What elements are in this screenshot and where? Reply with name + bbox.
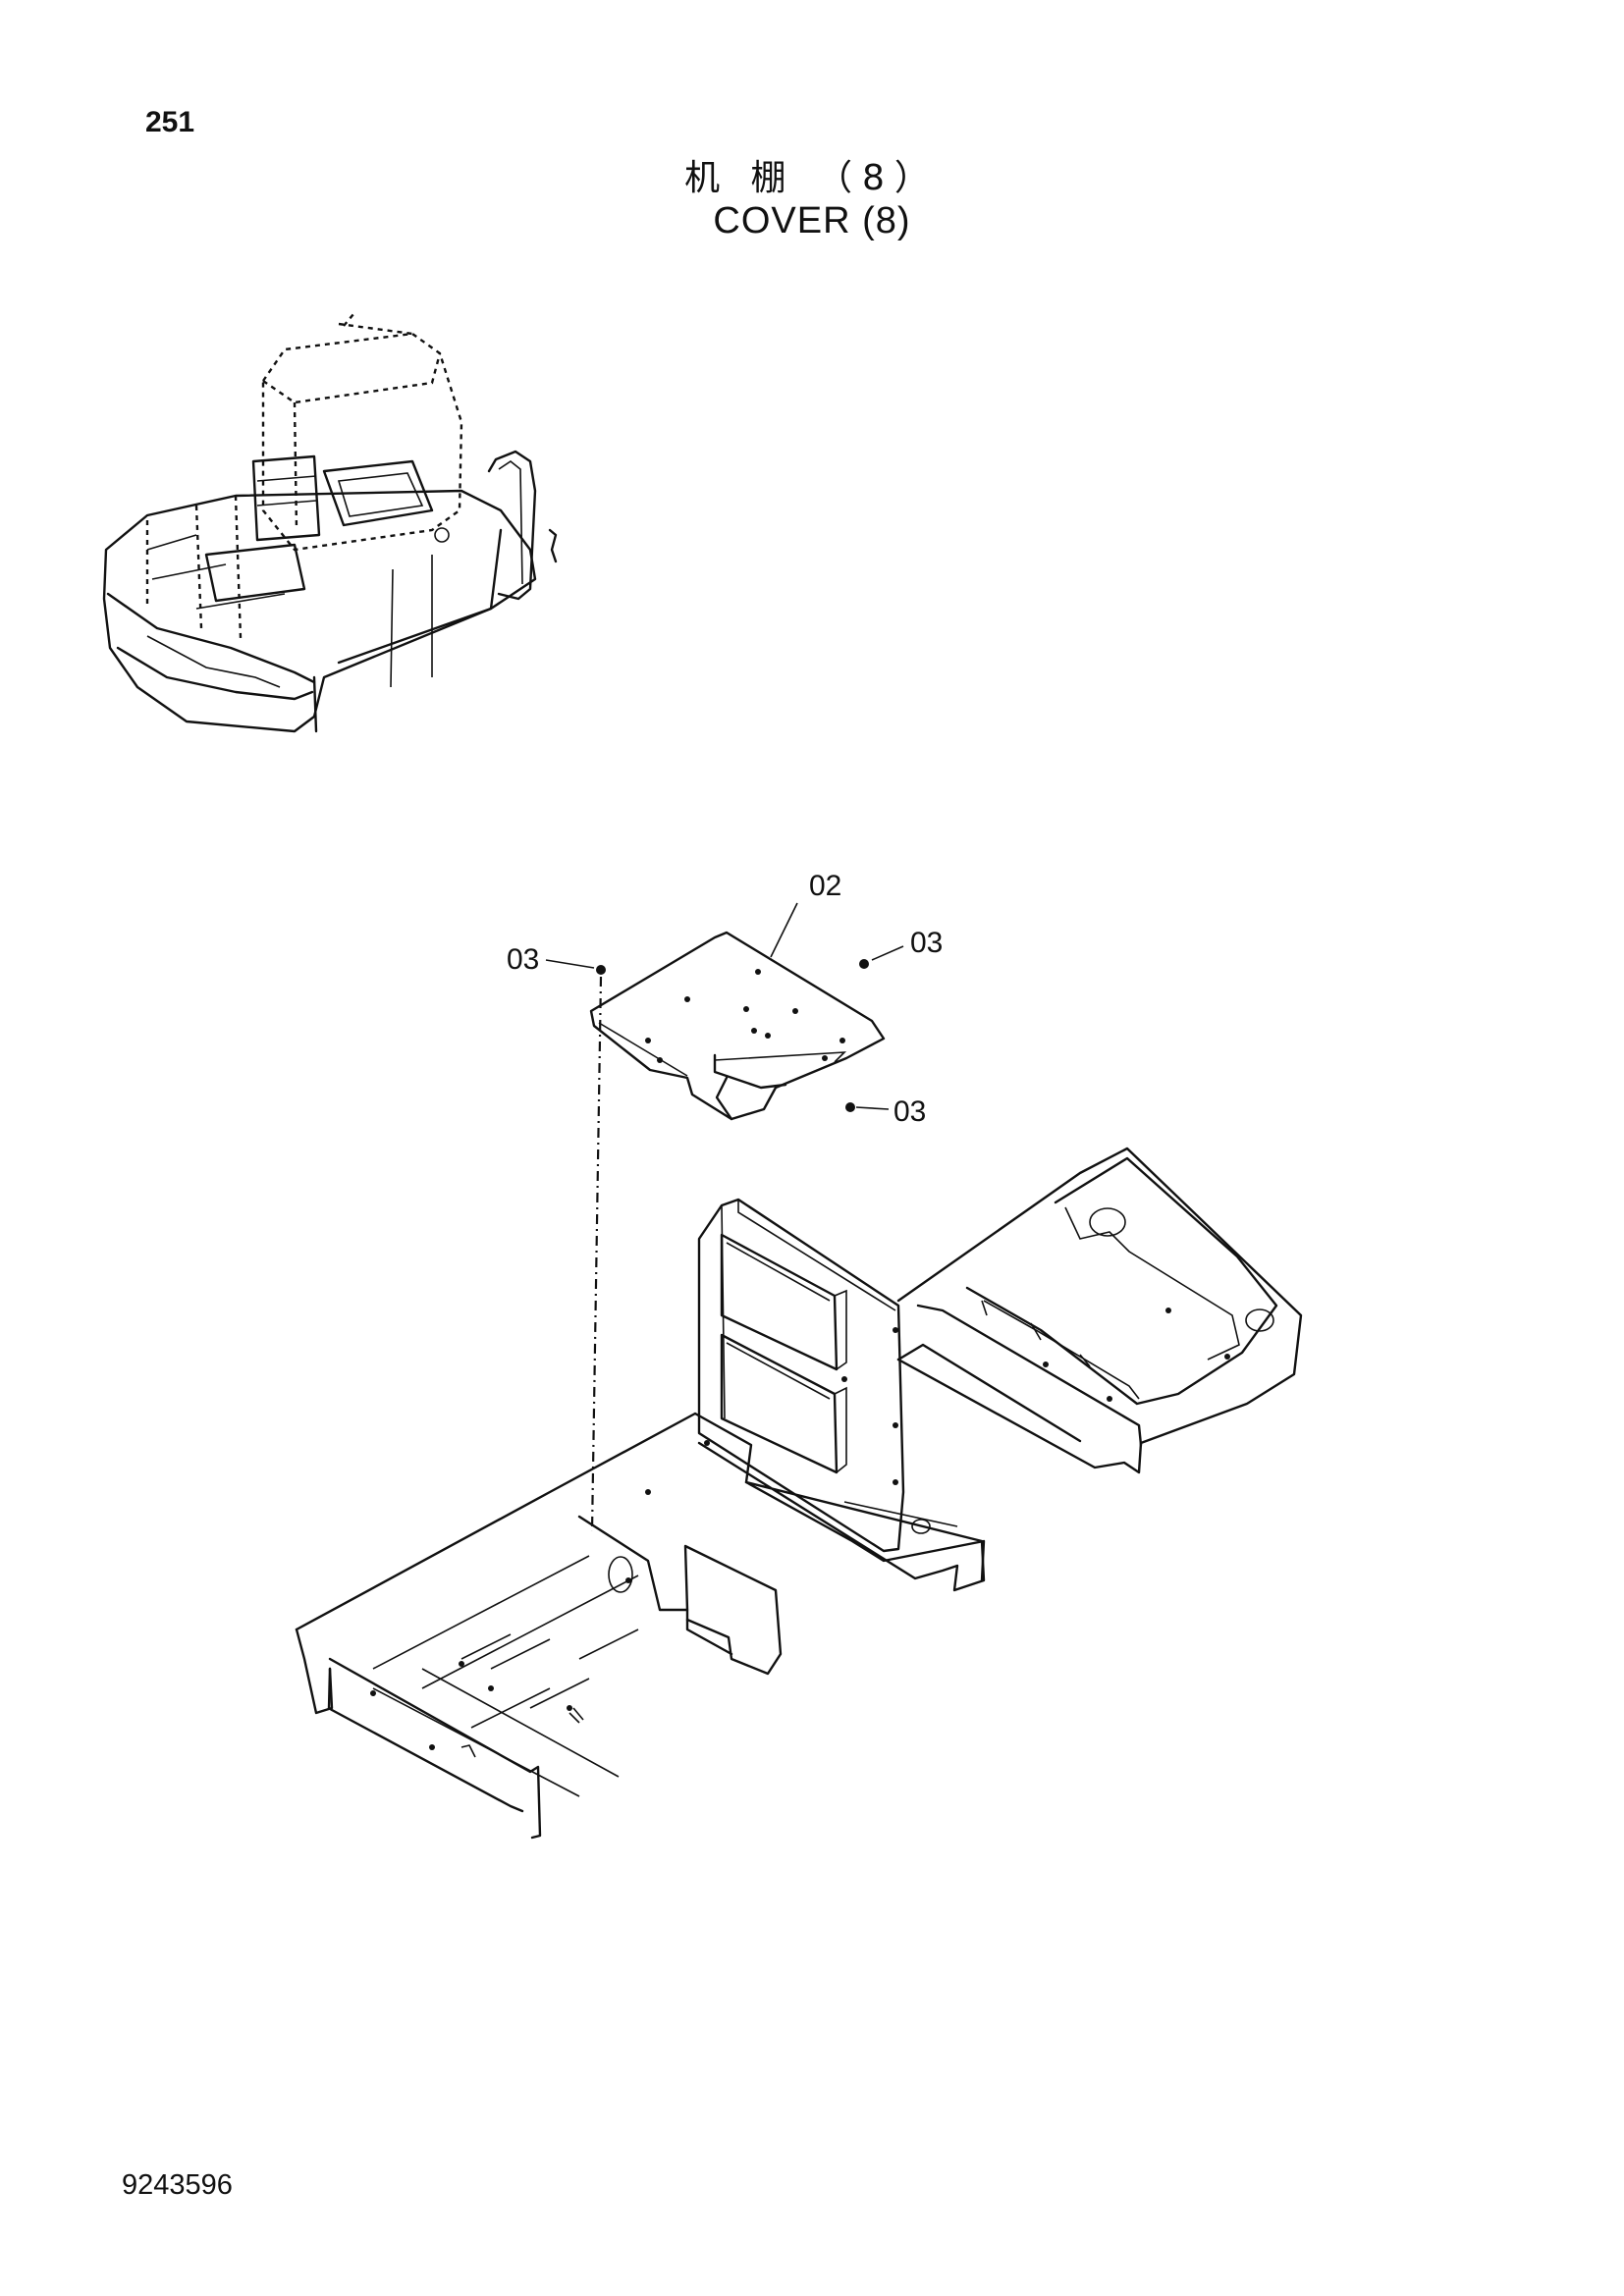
part-02-cover-plate [589, 931, 886, 1121]
callout-02: 02 [809, 870, 841, 902]
title-english: COVER (8) [713, 200, 911, 241]
callout-03-left: 03 [507, 943, 539, 976]
callout-03-right: 03 [910, 927, 943, 959]
vertical-partition-frame [697, 1198, 905, 1553]
assembly-line [590, 976, 603, 1532]
partition-base-bracket [744, 1480, 986, 1582]
page-number: 251 [145, 106, 195, 138]
callout-leaders [545, 902, 904, 1110]
title-chinese: 机 棚 （8） [684, 158, 940, 198]
callout-03-bottom: 03 [893, 1095, 926, 1128]
document-code: 9243596 [122, 2169, 233, 2201]
right-floor-frame [896, 1147, 1303, 1474]
machine-overview-sketch [102, 313, 558, 733]
part-03-bolts [596, 959, 869, 1112]
lower-floor-frame [295, 1412, 986, 1840]
